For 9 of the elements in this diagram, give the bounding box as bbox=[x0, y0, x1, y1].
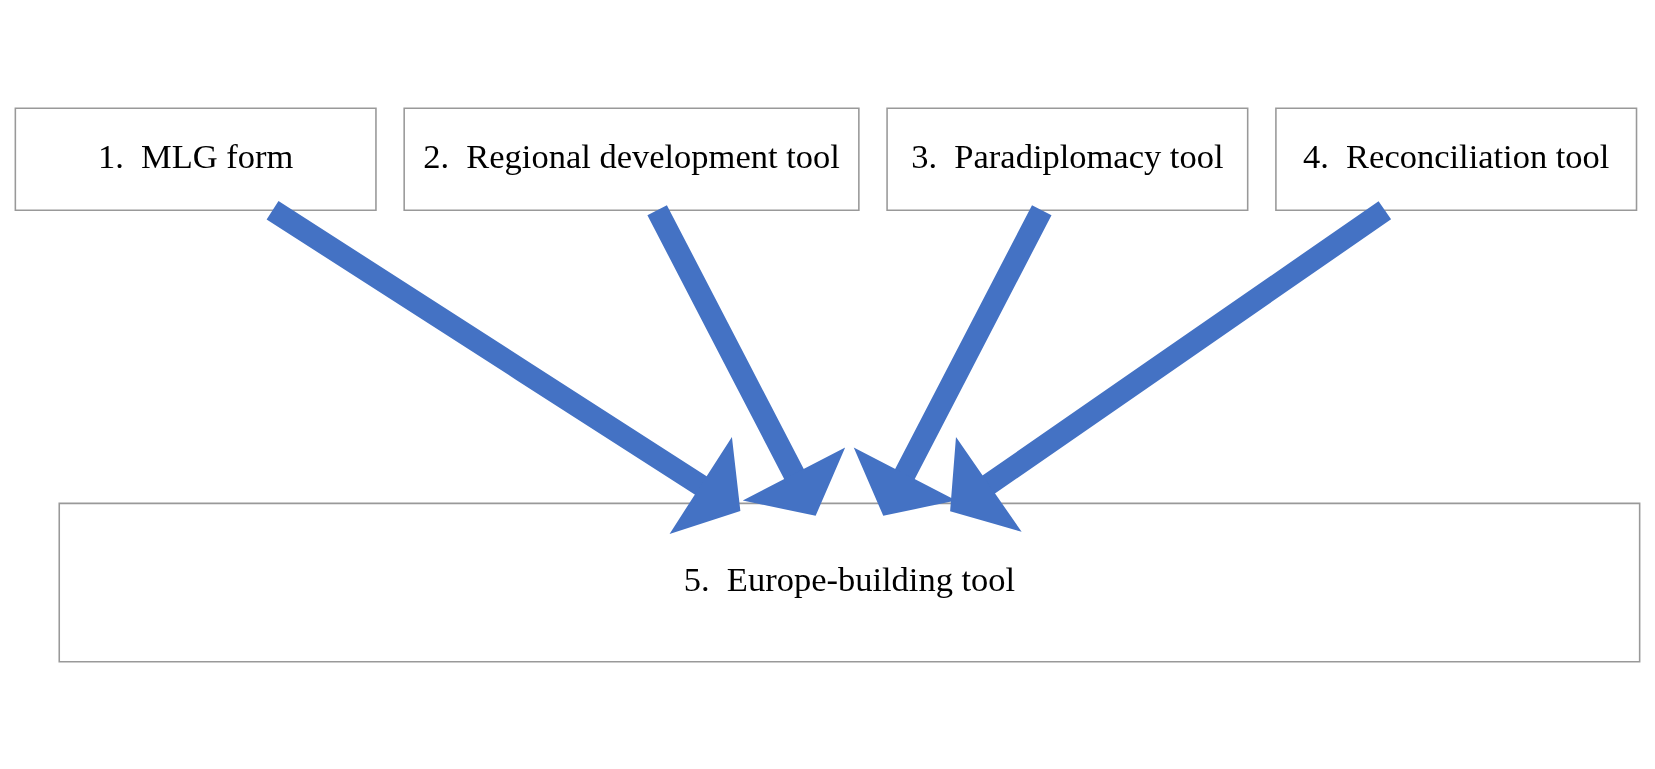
node-box: 4. Reconciliation tool bbox=[1275, 107, 1638, 211]
arrow bbox=[853, 204, 1052, 516]
node-box: 2. Regional development tool bbox=[403, 107, 860, 211]
node-box: 1. MLG form bbox=[14, 107, 377, 211]
node-box: 3. Paradiplomacy tool bbox=[886, 107, 1249, 211]
arrow bbox=[266, 200, 741, 534]
node-box: 5. Europe-building tool bbox=[58, 502, 1641, 662]
arrow bbox=[950, 200, 1392, 532]
arrow bbox=[647, 204, 846, 516]
